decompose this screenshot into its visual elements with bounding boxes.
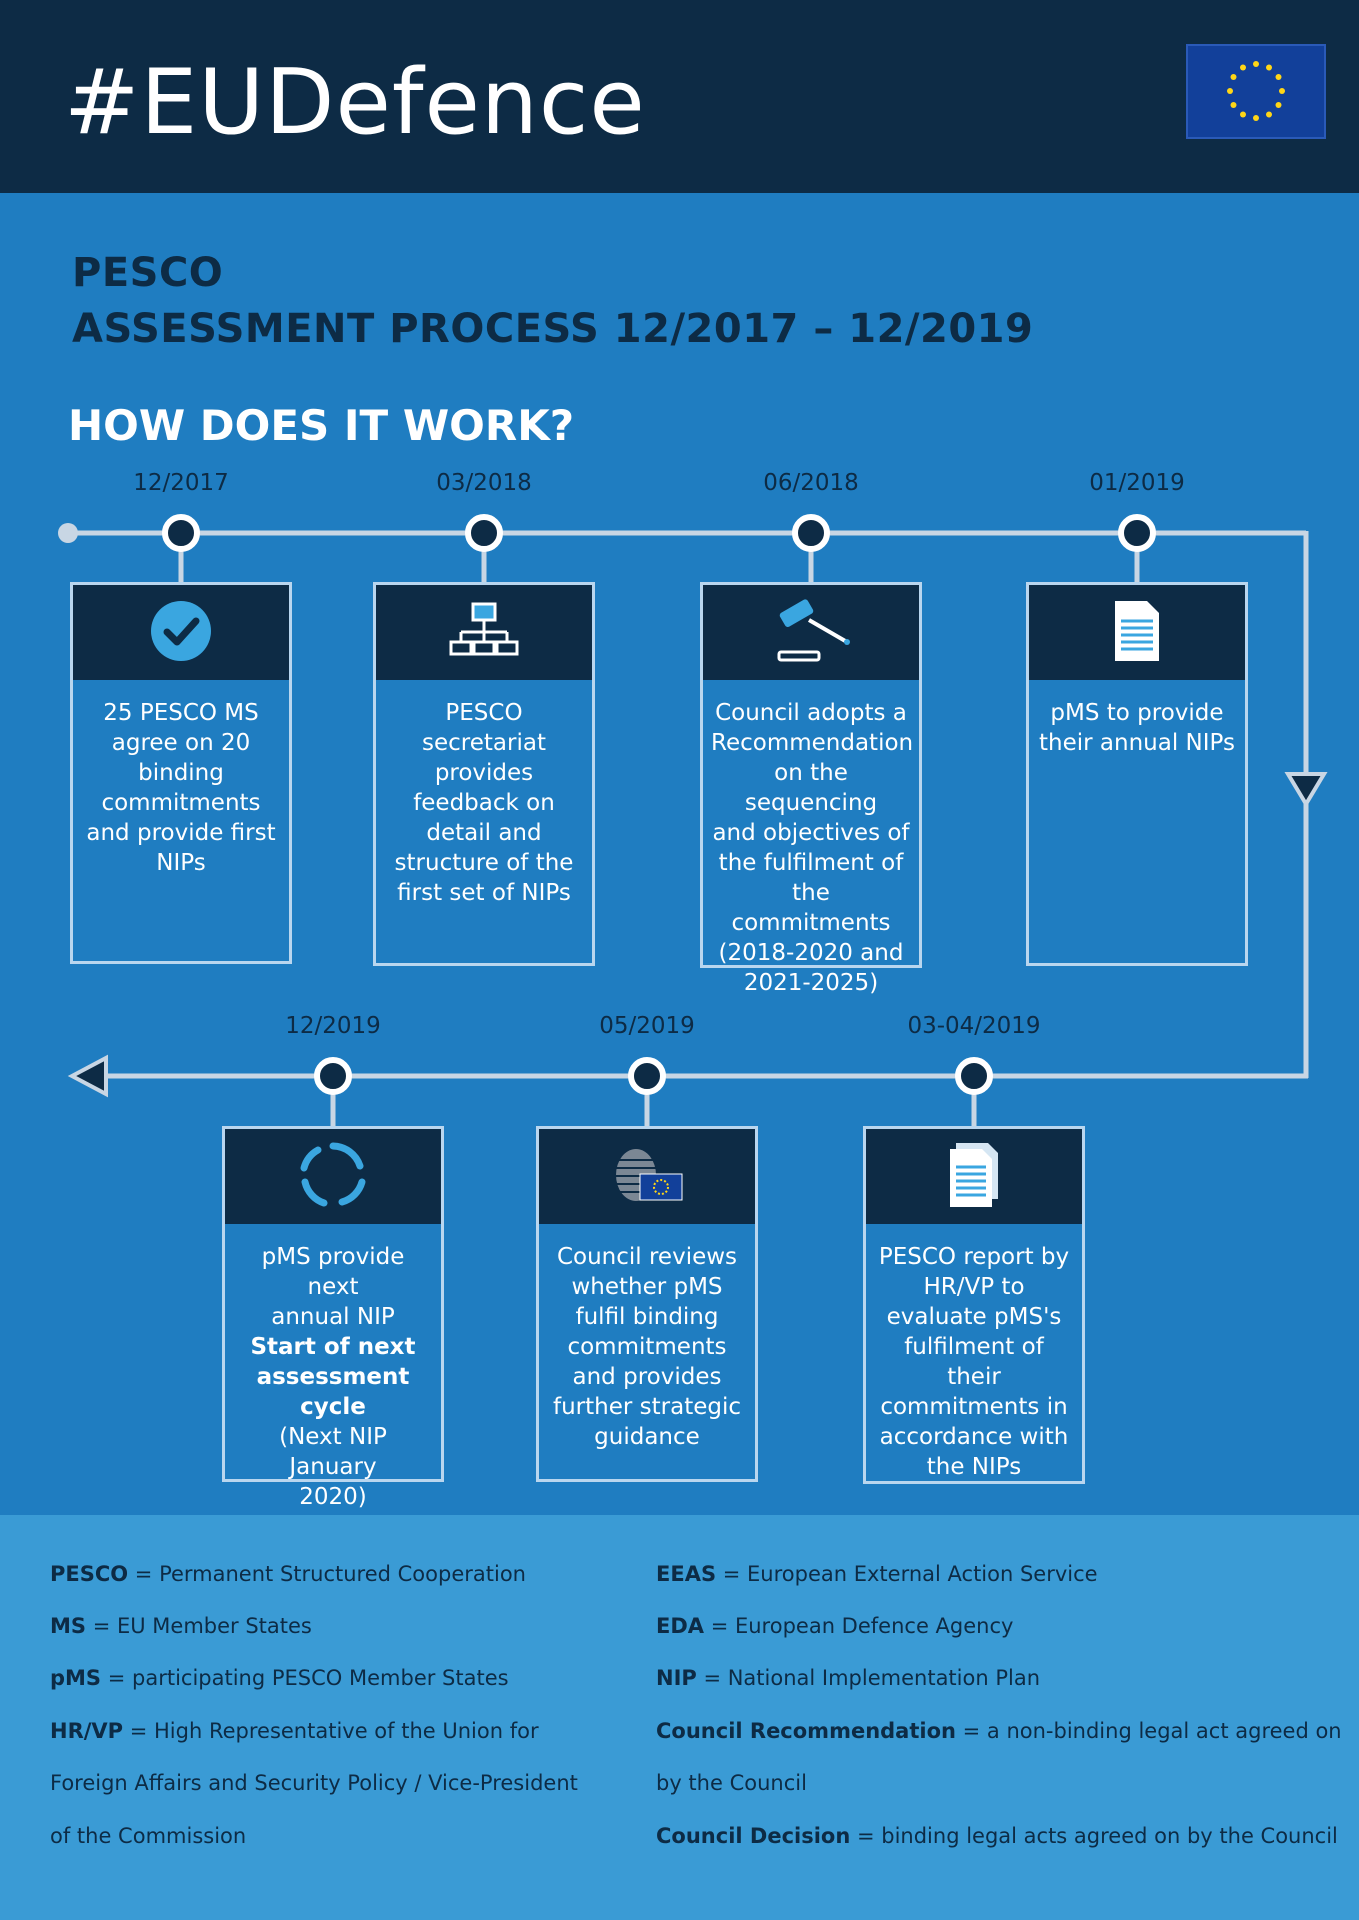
- milestone-node: [162, 514, 200, 552]
- glossary-entry: HR/VP = High Representative of the Union…: [50, 1719, 539, 1743]
- card-text-line: (Next NIP January: [279, 1424, 387, 1480]
- milestone-node: [314, 1057, 352, 1095]
- milestone-node: [628, 1057, 666, 1095]
- glossary-entry: NIP = National Implementation Plan: [656, 1666, 1041, 1690]
- card-text-line: the NIPs: [926, 1454, 1022, 1480]
- date-label: 01/2019: [1089, 470, 1185, 496]
- card-text-line: commitments: [567, 1334, 727, 1360]
- card-text-line: annual NIP: [271, 1304, 395, 1330]
- card-text-line: the fulfilment of: [718, 850, 904, 876]
- council-building-icon: [610, 1146, 684, 1208]
- glossary-entry: pMS = participating PESCO Member States: [50, 1666, 509, 1690]
- glossary-entry: EDA = European Defence Agency: [656, 1614, 1014, 1638]
- date-label: 12/2017: [133, 470, 229, 496]
- card-text-line: 25 PESCO MS: [103, 700, 259, 726]
- card-text-line: and objectives of: [712, 820, 910, 846]
- card-bold-line: assessment: [256, 1364, 410, 1390]
- card-text-line: commitments in: [880, 1394, 1068, 1420]
- card-text-line: HR/VP to: [923, 1274, 1025, 1300]
- card-text-line: and provide first: [86, 820, 276, 846]
- glossary-entry: of the Commission: [50, 1824, 247, 1848]
- step-card: pMS to provide their annual NIPs: [1026, 582, 1248, 966]
- card-text-line: 2021-2025): [743, 970, 879, 996]
- card-text-line: structure of the: [394, 850, 574, 876]
- card-text-line: whether pMS: [571, 1274, 723, 1300]
- checkmark-icon: [149, 599, 213, 667]
- glossary-entry: MS = EU Member States: [50, 1614, 312, 1638]
- step-card: pMS provide next annual NIP Start of nex…: [222, 1126, 444, 1510]
- card-text-line: further strategic: [553, 1394, 741, 1420]
- document-stack-icon: [946, 1141, 1002, 1213]
- card-bold-line: cycle: [300, 1394, 366, 1420]
- title-line-1: PESCO: [72, 250, 224, 296]
- card-text-line: evaluate pMS's: [886, 1304, 1062, 1330]
- glossary-entry: PESCO = Permanent Structured Cooperation: [50, 1562, 526, 1586]
- glossary-footer: [0, 1515, 1359, 1920]
- eu-flag-icon: [1186, 44, 1326, 139]
- card-text-line: and provides: [572, 1364, 722, 1390]
- card-text-line: 2020): [299, 1484, 367, 1510]
- header-bar: #EUDefence: [0, 0, 1359, 193]
- subtitle: HOW DOES IT WORK?: [68, 401, 575, 450]
- card-text-line: accordance with: [879, 1424, 1069, 1450]
- glossary-entry: EEAS = European External Action Service: [656, 1562, 1098, 1586]
- date-label: 03-04/2019: [907, 1013, 1041, 1039]
- card-text-line: the commitments: [731, 880, 891, 936]
- glossary-entry: by the Council: [656, 1771, 807, 1795]
- timeline-start-dot: [58, 523, 78, 543]
- document-icon: [1111, 599, 1163, 667]
- card-text-line: PESCO: [445, 700, 523, 726]
- date-label: 03/2018: [436, 470, 532, 496]
- date-label: 12/2019: [285, 1013, 381, 1039]
- card-text-line: their annual NIPs: [1039, 730, 1235, 756]
- step-card: Council adopts a Recommendation on the s…: [700, 582, 922, 996]
- card-text-line: binding: [138, 760, 224, 786]
- card-text-line: secretariat: [422, 730, 546, 756]
- left-arrow-icon: [67, 1054, 108, 1098]
- card-text-line: provides: [434, 760, 534, 786]
- milestone-node: [1118, 514, 1156, 552]
- brand-hashtag: #EUDefence: [64, 50, 646, 155]
- step-card: PESCO secretariat provides feedback on d…: [373, 582, 595, 966]
- gavel-icon: [771, 596, 851, 670]
- card-text-line: NIPs: [156, 850, 206, 876]
- milestone-node: [955, 1057, 993, 1095]
- card-text-line: fulfilment of their: [904, 1334, 1044, 1390]
- card-bold-line: Start of next: [250, 1334, 416, 1360]
- milestone-node: [792, 514, 830, 552]
- card-text-line: Council adopts a: [715, 700, 907, 726]
- step-card: PESCO report by HR/VP to evaluate pMS's …: [863, 1126, 1085, 1484]
- date-label: 06/2018: [763, 470, 859, 496]
- milestone-node: [465, 514, 503, 552]
- glossary-entry: Foreign Affairs and Security Policy / Vi…: [50, 1771, 578, 1795]
- card-text-line: Council reviews: [556, 1244, 738, 1270]
- card-text-line: commitments: [101, 790, 261, 816]
- step-card: Council reviews whether pMS fulfil bindi…: [536, 1126, 758, 1482]
- card-text-line: agree on 20: [111, 730, 251, 756]
- card-text-line: pMS to provide: [1050, 700, 1224, 726]
- timeline-lines: [58, 514, 1328, 1128]
- card-text-line: feedback on: [413, 790, 555, 816]
- cycle-icon: [298, 1140, 368, 1214]
- card-text-line: fulfil binding: [575, 1304, 719, 1330]
- card-text-line: on the sequencing: [744, 760, 878, 816]
- step-card: 25 PESCO MS agree on 20 binding commitme…: [70, 582, 292, 964]
- card-text-line: guidance: [594, 1424, 700, 1450]
- title-line-2: ASSESSMENT PROCESS 12/2017 – 12/2019: [72, 306, 1034, 352]
- glossary-entry: Council Decision = binding legal acts ag…: [656, 1824, 1338, 1848]
- down-arrow-icon: [1284, 772, 1328, 808]
- date-label: 05/2019: [599, 1013, 695, 1039]
- card-text-line: first set of NIPs: [397, 880, 571, 906]
- card-text-line: PESCO report by: [878, 1244, 1070, 1270]
- card-text-line: (2018-2020 and: [718, 940, 904, 966]
- glossary-entry: Council Recommendation = a non-binding l…: [656, 1719, 1342, 1743]
- card-text-line: Recommendation: [711, 730, 914, 756]
- org-chart-icon: [449, 600, 519, 666]
- card-text-line: detail and: [426, 820, 542, 846]
- card-text-line: pMS provide next: [261, 1244, 405, 1300]
